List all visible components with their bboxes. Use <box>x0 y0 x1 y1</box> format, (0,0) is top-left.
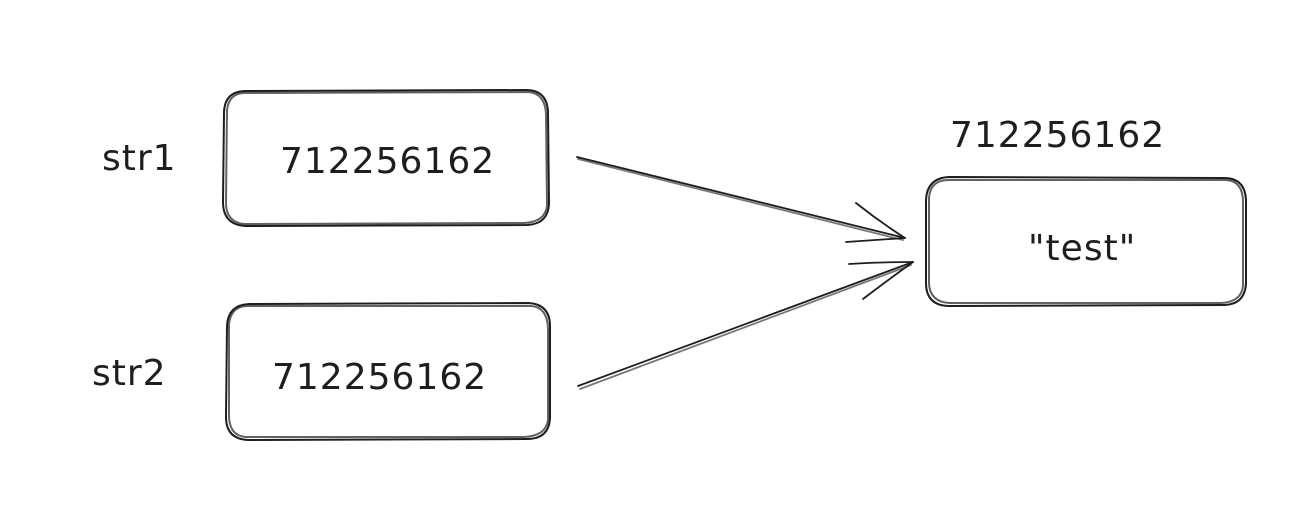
var-label-str2: str2 <box>92 353 167 394</box>
var-label-str1: str1 <box>102 138 177 179</box>
target-value: "test" <box>1028 228 1136 269</box>
target-address-label: 712256162 <box>950 115 1165 156</box>
var-value-str1: 712256162 <box>280 141 495 182</box>
var-box-str1 <box>221 88 551 228</box>
var-box-str2 <box>224 301 551 442</box>
var-value-str2: 712256162 <box>272 357 487 398</box>
arrow-str2-to-target <box>577 261 914 390</box>
target-box <box>925 175 1247 308</box>
arrow-str1-to-target <box>576 156 906 243</box>
